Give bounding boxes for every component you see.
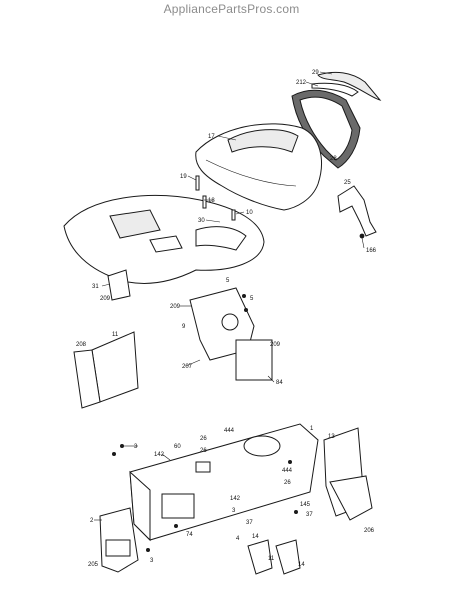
fuel-cap-area — [149, 235, 183, 253]
frame-hole — [243, 435, 281, 457]
dash-hole — [221, 313, 239, 331]
bolt-3 — [288, 460, 292, 464]
bolt-2 — [112, 452, 116, 456]
front-bracket-window — [105, 539, 131, 557]
label-11: 11 — [112, 332, 119, 338]
bolt-6 — [146, 548, 150, 552]
bolt-5 — [174, 524, 178, 528]
body-pan — [63, 195, 265, 284]
hood-top-accent — [311, 82, 359, 97]
label-17: 17 — [208, 134, 215, 140]
seat-plate — [109, 209, 161, 239]
seat-bracket — [107, 269, 131, 301]
grille-frame — [299, 96, 353, 161]
small-bracket-14a — [247, 539, 273, 575]
label-444a: 444 — [224, 428, 235, 434]
label-28: 28 — [330, 156, 337, 162]
label-3c: 3 — [150, 558, 154, 564]
left-side-bracket — [91, 331, 139, 403]
frame-slot — [195, 461, 211, 473]
bolt-5a — [242, 294, 246, 298]
label-145: 145 — [300, 502, 311, 508]
small-bracket-14b — [275, 539, 301, 575]
label-208a: 208 — [76, 342, 87, 348]
label-209c: 209 — [270, 342, 281, 348]
label-84: 84 — [276, 380, 283, 386]
label-205: 205 — [88, 562, 99, 568]
label-444b: 444 — [282, 468, 293, 474]
leader-lines — [94, 71, 365, 521]
label-142b: 142 — [230, 496, 241, 502]
bolt-5b — [244, 308, 248, 312]
frame-assembly — [129, 423, 319, 542]
dash-bracket — [189, 287, 273, 381]
label-14a: 14 — [252, 534, 259, 540]
label-10: 10 — [246, 210, 253, 216]
hood-assembly — [195, 71, 382, 211]
label-18: 18 — [208, 198, 215, 204]
label-2: 2 — [90, 518, 94, 524]
label-209a: 209 — [100, 296, 111, 302]
hood-pin-2 — [202, 195, 207, 209]
hood-bracket — [337, 185, 377, 237]
labels: 29 212 28 17 19 18 30 10 25 166 31 209 5… — [76, 70, 377, 568]
label-5a: 5 — [226, 278, 230, 284]
label-207: 207 — [182, 364, 193, 370]
label-212: 212 — [296, 80, 307, 86]
label-11b: 11 — [268, 556, 275, 562]
label-26b: 26 — [200, 448, 207, 454]
label-4: 4 — [236, 536, 240, 542]
label-25: 25 — [344, 180, 351, 186]
fasteners — [112, 444, 298, 552]
label-29: 29 — [312, 70, 319, 76]
rear-bracket-fender — [329, 475, 373, 521]
label-60: 60 — [174, 444, 181, 450]
label-3b: 3 — [232, 508, 236, 514]
hood-vent — [227, 129, 299, 153]
hood-pin-3 — [231, 209, 236, 221]
watermark: AppliancePartsPros.com — [163, 2, 300, 16]
bolt-1 — [120, 444, 124, 448]
hood-lens-strip — [317, 71, 382, 101]
label-5b: 5 — [250, 296, 254, 302]
label-19: 19 — [180, 174, 187, 180]
label-37a: 37 — [246, 520, 253, 526]
label-166: 166 — [366, 248, 377, 254]
label-14b: 14 — [298, 562, 305, 568]
label-37b: 37 — [306, 512, 313, 518]
pan-dash — [195, 226, 247, 251]
control-panel — [235, 339, 273, 381]
label-1: 1 — [310, 426, 314, 432]
label-9: 9 — [182, 324, 186, 330]
label-3a: 3 — [134, 444, 138, 450]
label-206: 206 — [364, 528, 375, 534]
hood-pin — [195, 175, 200, 191]
label-30: 30 — [198, 218, 205, 224]
label-142a: 142 — [154, 452, 165, 458]
bracket-screw — [359, 233, 365, 239]
label-26c: 26 — [284, 480, 291, 486]
label-209b: 209 — [170, 304, 181, 310]
label-31: 31 — [92, 284, 99, 290]
label-13: 13 — [328, 434, 335, 440]
frame-front — [129, 470, 151, 542]
label-74: 74 — [186, 532, 193, 538]
left-bracket-flange — [73, 349, 101, 409]
frame-plate — [161, 493, 195, 519]
label-26a: 26 — [200, 436, 207, 442]
